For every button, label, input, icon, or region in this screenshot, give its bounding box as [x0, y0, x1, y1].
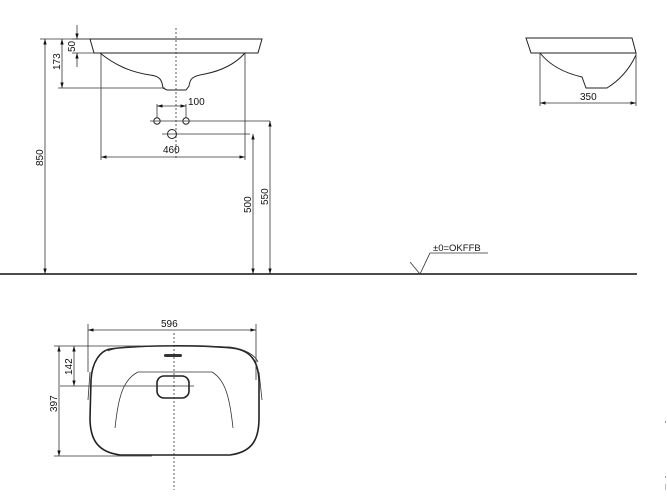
- dim-drain-offset: 142: [54, 345, 140, 386]
- edge-marks: [665, 421, 666, 490]
- dim-inner-width-label: 460: [163, 145, 180, 156]
- dim-overall-width: 596: [87, 319, 257, 380]
- side-elevation: 350: [525, 37, 637, 106]
- dim-overall-width-label: 596: [161, 319, 178, 330]
- top-plan: [60, 333, 263, 490]
- dim-total-height: 850: [35, 38, 90, 274]
- dim-overall-depth-label: 397: [49, 395, 60, 412]
- dim-bowl-depth: 173: [52, 39, 165, 89]
- dim-tap-height: 550: [260, 121, 272, 274]
- dim-rim-thickness: 50: [67, 25, 94, 67]
- front-elevation: [89, 28, 270, 160]
- dim-side-depth-label: 350: [580, 92, 597, 103]
- dim-total-height-label: 850: [35, 149, 46, 166]
- dim-drain-offset-label: 142: [64, 358, 75, 375]
- dim-drain-height-label: 500: [243, 196, 254, 213]
- dim-overall-depth: 397: [49, 346, 152, 457]
- dim-bowl-depth-label: 173: [52, 53, 63, 70]
- reference-level: ±0=OKFFB: [409, 243, 488, 275]
- dim-tap-spacing-label: 100: [188, 97, 205, 108]
- dim-tap-spacing: 100: [156, 97, 205, 118]
- dim-drain-height: 500: [243, 134, 255, 274]
- dim-inner-width: 460: [101, 145, 245, 159]
- dim-rim-thickness-label: 50: [67, 40, 78, 52]
- reference-level-label: ±0=OKFFB: [433, 243, 481, 254]
- dim-tap-height-label: 550: [260, 188, 271, 205]
